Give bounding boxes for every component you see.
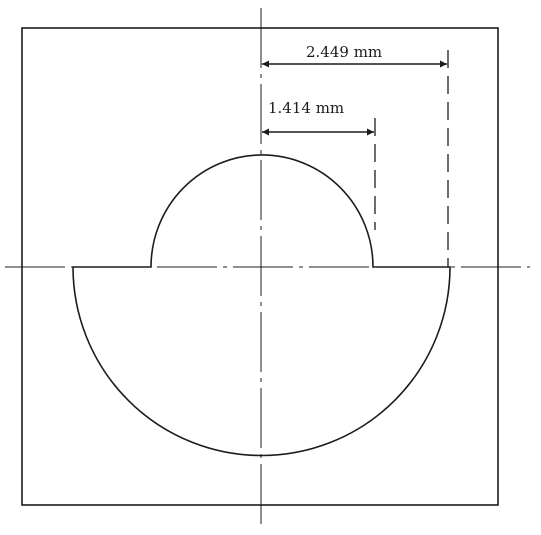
inner-radius-label: 1.414 mm [268,99,344,117]
outer-radius-label: 2.449 mm [306,43,382,61]
